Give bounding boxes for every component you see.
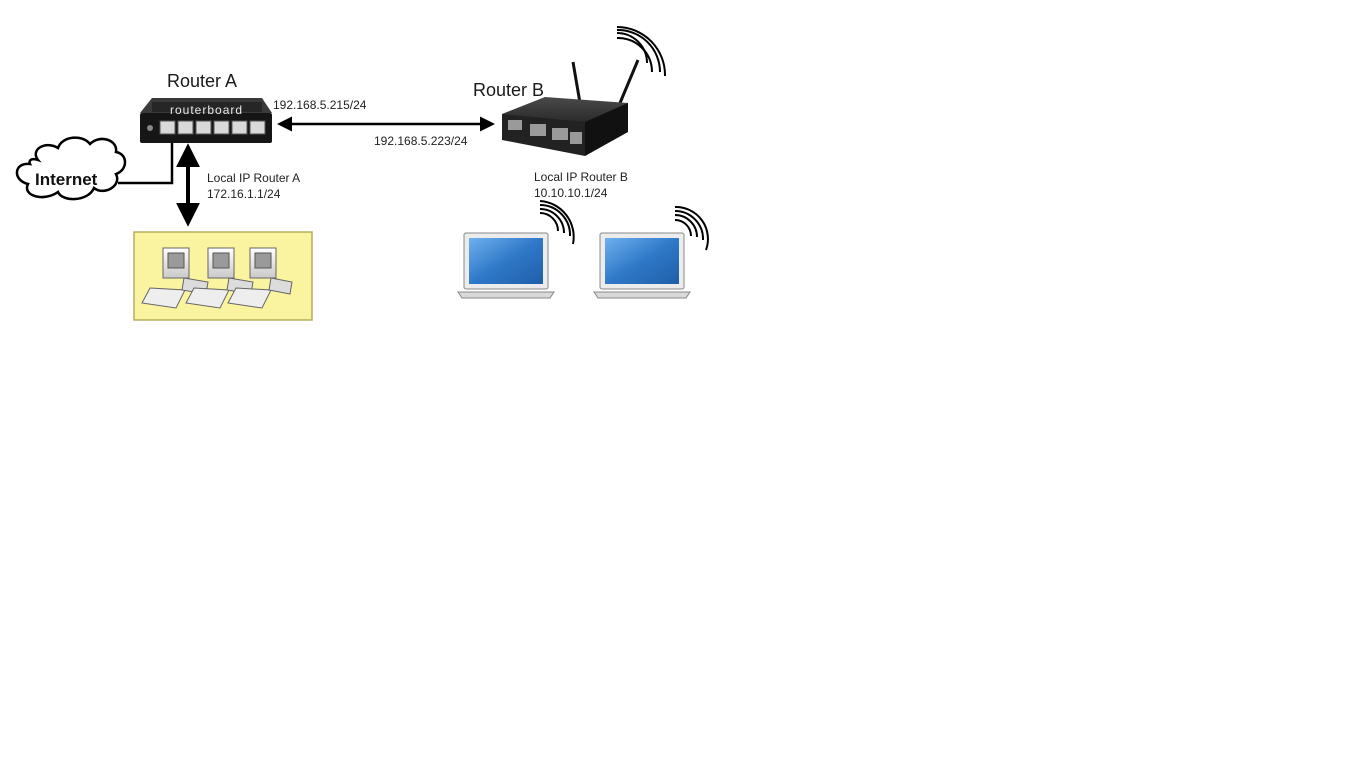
laptop-icon xyxy=(593,232,691,299)
router-b-wan-ip: 192.168.5.223/24 xyxy=(374,134,468,148)
router-b-local-ip: 10.10.10.1/24 xyxy=(534,186,608,200)
router-b-device xyxy=(502,59,640,156)
wifi-signal-icon xyxy=(539,200,575,245)
internet-label: Internet xyxy=(35,170,98,189)
router-a-brand-label: routerboard xyxy=(170,103,244,117)
router-a-device xyxy=(140,98,272,143)
internet-link xyxy=(118,143,174,185)
router-b-local-label: Local IP Router B xyxy=(534,170,628,184)
router-b-title: Router B xyxy=(473,80,545,100)
wifi-signal-icon xyxy=(616,26,667,77)
pc-icon xyxy=(227,247,293,309)
router-a-local-ip: 172.16.1.1/24 xyxy=(207,187,281,201)
router-a-title: Router A xyxy=(167,71,238,91)
wifi-signal-icon xyxy=(674,205,709,251)
laptop-icon xyxy=(457,232,555,299)
lan-pc-group xyxy=(133,231,313,321)
router-a-wan-ip: 192.168.5.215/24 xyxy=(273,98,367,112)
router-a-local-info: Local IP Router A 172.16.1.1/24 xyxy=(207,172,300,200)
router-b-local-info: Local IP Router B 10.10.10.1/24 xyxy=(534,171,628,199)
router-a-local-label: Local IP Router A xyxy=(207,171,301,185)
internet-cloud xyxy=(15,136,127,201)
